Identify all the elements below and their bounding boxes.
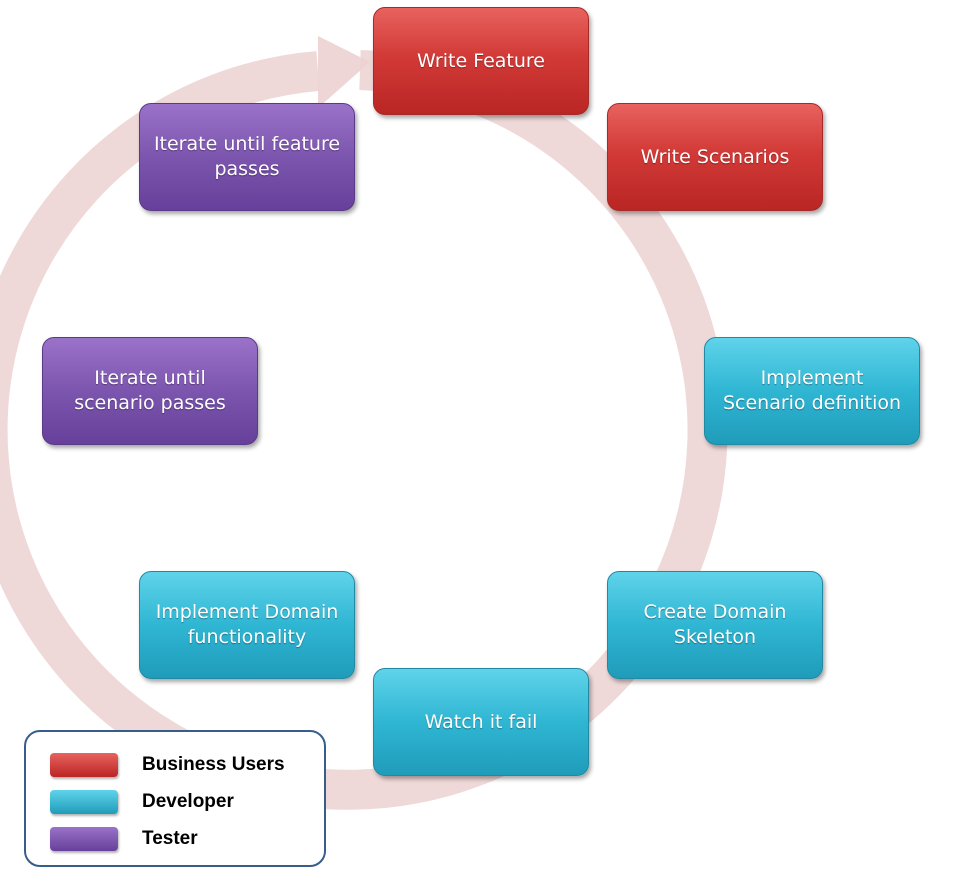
create-skeleton-node: Create Domain Skeleton [607, 571, 823, 679]
legend-swatch-business-users [50, 753, 118, 777]
write-scenarios-node: Write Scenarios [607, 103, 823, 211]
cycle-ring [0, 50, 728, 810]
create-skeleton-label: Create Domain Skeleton [643, 601, 787, 648]
cycle-arrowhead [318, 36, 370, 108]
iterate-feature-label: Iterate until feature passes [153, 133, 341, 180]
watch-fail-label: Watch it fail [424, 710, 538, 733]
legend-label-developer: Developer [142, 791, 234, 812]
legend-swatch-tester [50, 827, 118, 851]
iterate-scenario-node: Iterate until scenario passes [42, 337, 258, 445]
legend-item-business-users: Business Users [50, 750, 285, 780]
legend-swatch-developer [50, 790, 118, 814]
legend-label-business-users: Business Users [142, 754, 285, 775]
write-scenarios-label: Write Scenarios [640, 145, 790, 168]
iterate-scenario-label: Iterate until scenario passes [74, 367, 226, 414]
write-feature-node: Write Feature [373, 7, 589, 115]
write-feature-label: Write Feature [417, 49, 545, 72]
legend-item-developer: Developer [50, 787, 234, 817]
watch-fail-node: Watch it fail [373, 668, 589, 776]
implement-scenario-label: Implement Scenario definition [722, 367, 902, 414]
iterate-feature-node: Iterate until feature passes [139, 103, 355, 211]
legend-item-tester: Tester [50, 824, 198, 854]
implement-domain-label: Implement Domain functionality [155, 601, 339, 648]
legend: Business Users Developer Tester [24, 730, 326, 867]
implement-scenario-node: Implement Scenario definition [704, 337, 920, 445]
implement-domain-node: Implement Domain functionality [139, 571, 355, 679]
legend-label-tester: Tester [142, 828, 198, 849]
